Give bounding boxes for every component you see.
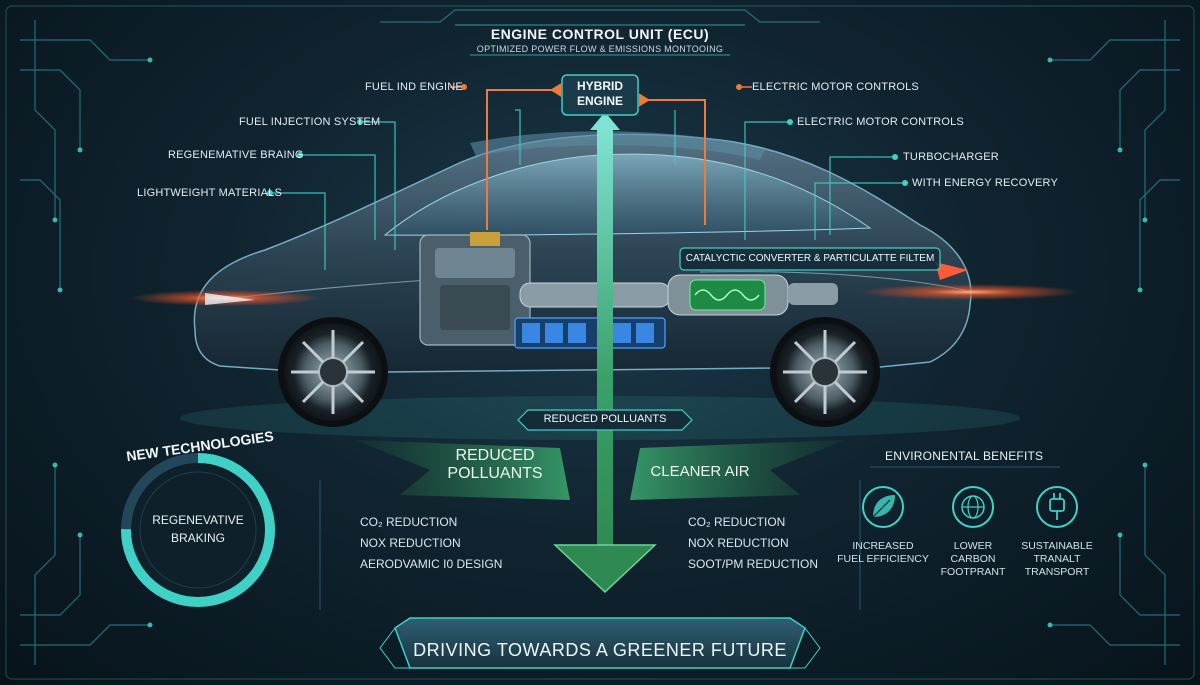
list-item: CO₂ REDUCTION	[688, 515, 786, 529]
benefit-line: TRANSPORT	[1024, 566, 1090, 578]
catalytic-label: CATALYCTIC CONVERTER & PARTICULATTE FILT…	[685, 253, 935, 264]
hybrid-line-2: ENGINE	[576, 94, 623, 108]
benefit-line: FOOTPRANT	[940, 566, 1006, 578]
benefit-line: LOWER	[953, 540, 993, 552]
ribbon-left	[355, 440, 570, 500]
label-fuel-injection: FUEL INJECTION SYSTEM	[239, 116, 381, 128]
orange-connectors	[486, 83, 706, 230]
catalytic-label-box	[679, 247, 941, 271]
list-item: AERODVAMIC I0 DESIGN	[360, 557, 503, 571]
hybrid-line-1: HYBRID	[576, 79, 623, 93]
car-illustration	[130, 131, 1080, 427]
benefit-sustainable-transport: SUSTAINABLE TRANALT TRANSPORT	[1002, 540, 1112, 579]
hybrid-engine-box	[561, 74, 639, 116]
front-wheel	[278, 317, 388, 427]
benefit-carbon-footprint: LOWER CARBON FOOTPRANT	[918, 540, 1028, 579]
plug-icon	[1036, 486, 1078, 528]
reduced-pollutants-label: REDUCED POLLUANTS	[543, 413, 667, 425]
label-regenerative-braking: REGENEMATIVE BRAING	[168, 149, 304, 161]
ribbon-right-text: CLEANER AIR	[650, 463, 750, 480]
benefit-line: CARBON	[950, 553, 996, 565]
env-benefits-heading: ENVIRONENTAL BENEFITS	[885, 449, 1044, 463]
circuit-nodes	[52, 57, 1148, 628]
regen-ring-text: REGENEVATIVE BRAKING	[138, 511, 258, 547]
label-lightweight-materials: LIGHTWEIGHT MATERIALS	[137, 187, 282, 199]
leader-lines	[270, 109, 905, 270]
benefit-line: TRANALT	[1033, 553, 1081, 565]
reduced-pollutants-box	[517, 409, 693, 431]
list-item: CO₂ REDUCTION	[360, 515, 458, 529]
label-fuel-engine: FUEL IND ENGINE	[365, 81, 463, 93]
footer-banner-text: DRIVING TOWARDS A GREENER FUTURE	[413, 640, 787, 660]
regen-ring	[121, 453, 275, 607]
ribbon-left-line-1: REDUCED	[455, 447, 535, 464]
ribbon-left-line-2: POLLUANTS	[447, 465, 543, 482]
right-reduction-list: CO₂ REDUCTION NOX REDUCTION SOOT/PM REDU…	[688, 512, 818, 575]
circuit-frame	[5, 5, 1195, 680]
leaf-icon	[862, 486, 904, 528]
leader-nodes	[267, 119, 908, 196]
benefit-line: INCREASED	[852, 540, 914, 552]
benefit-line: FUEL EFFICIENCY	[837, 553, 929, 565]
hybrid-engine-label: HYBRID ENGINE	[562, 79, 638, 109]
globe-icon	[952, 486, 994, 528]
label-turbocharger: TURBOCHARGER	[903, 151, 999, 163]
benefit-line: SUSTAINABLE	[1021, 540, 1093, 552]
list-item: SOOT/PM REDUCTION	[688, 557, 819, 571]
ecu-title: ENGINE CONTROL UNIT (ECU)	[490, 26, 710, 42]
benefit-fuel-efficiency: INCREASED FUEL EFFICIENCY	[828, 540, 938, 566]
list-item: NOX REDUCTION	[360, 536, 461, 550]
taillight-glow	[860, 284, 1080, 300]
label-electric-motor-1: ELECTRIC MOTOR CONTROLS	[752, 81, 919, 93]
header-frame	[455, 24, 745, 56]
ecu-subtitle: OPTIMIZED POWER FLOW & EMISSIONS MONTOOI…	[476, 44, 724, 54]
regen-line-1: REGENEVATIVE	[152, 513, 244, 527]
ribbon-right	[630, 440, 845, 500]
label-energy-recovery: WITH ENERGY RECOVERY	[912, 177, 1059, 189]
ribbon-left-text: REDUCED POLLUANTS	[430, 447, 560, 483]
left-reduction-list: CO₂ REDUCTION NOX REDUCTION AERODVAMIC I…	[360, 512, 502, 575]
list-item: NOX REDUCTION	[688, 536, 789, 550]
regen-line-2: BRAKING	[170, 531, 225, 545]
label-electric-motor-2: ELECTRIC MOTOR CONTROLS	[797, 116, 964, 128]
central-flow-arrow	[553, 112, 657, 594]
rear-wheel	[770, 317, 880, 427]
